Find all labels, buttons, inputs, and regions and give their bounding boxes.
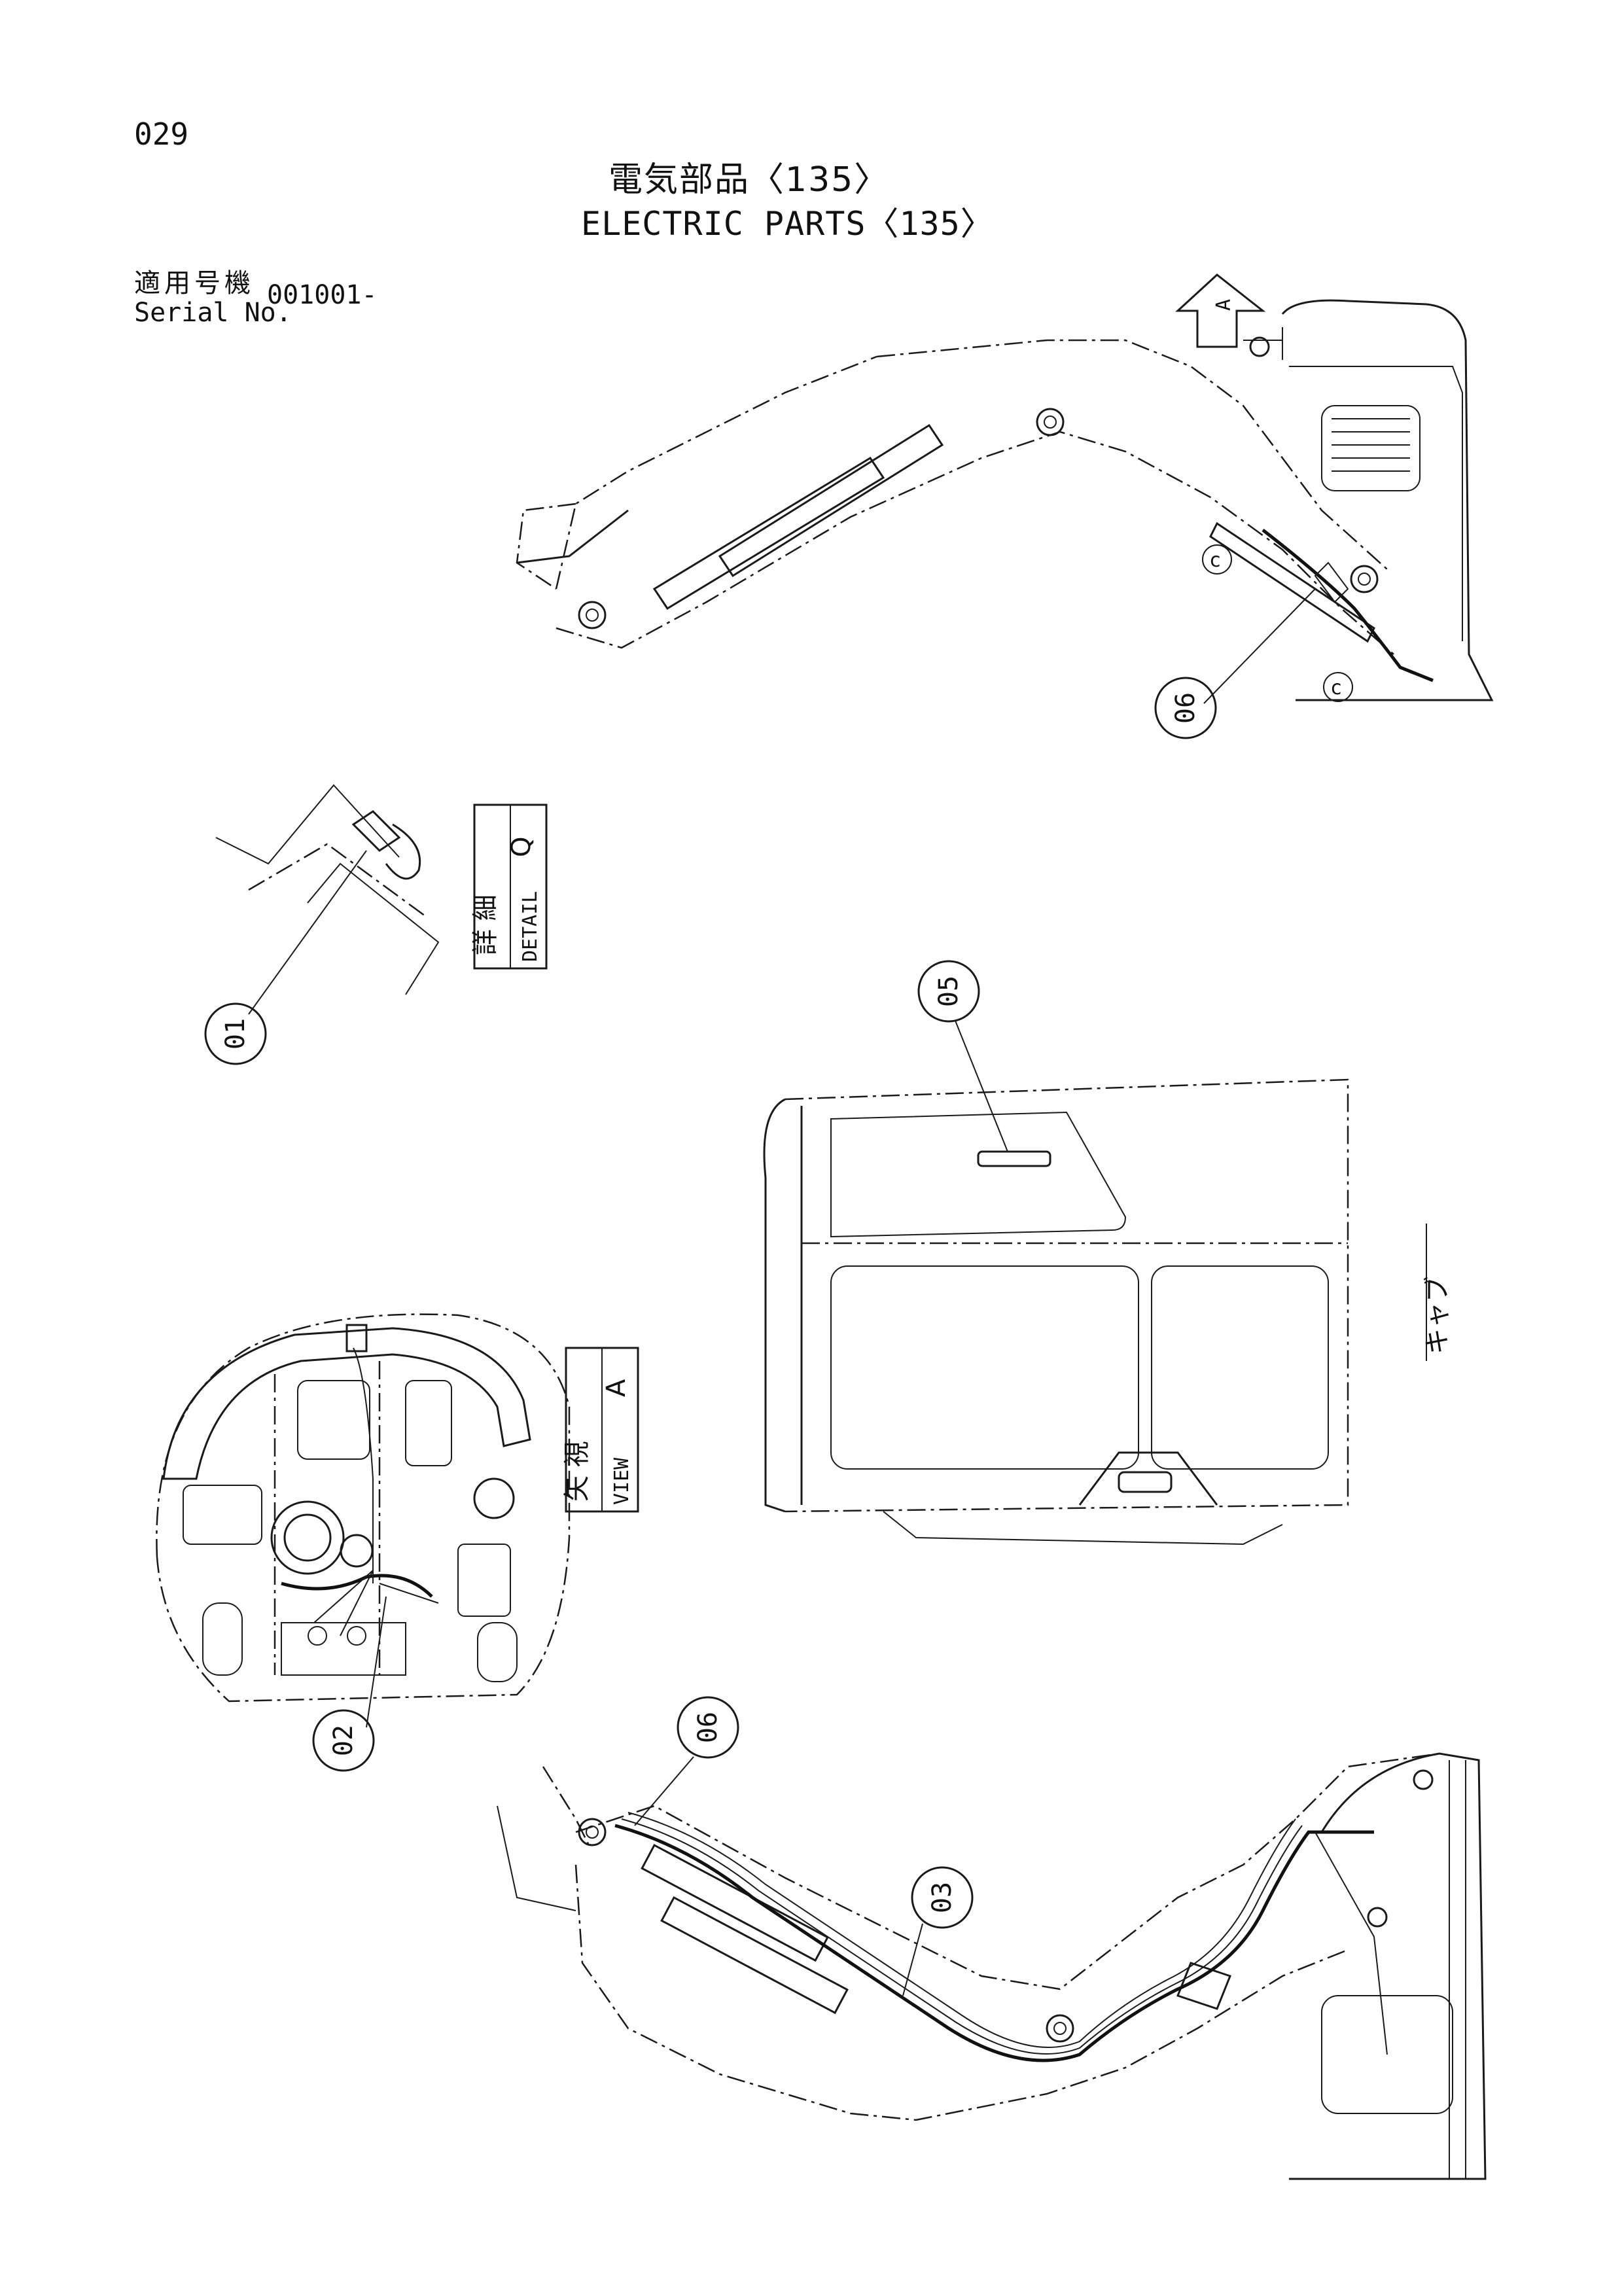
callout-01-circle xyxy=(204,1002,267,1065)
page-number: 029 xyxy=(134,116,189,152)
cab-view: 05 キャブ xyxy=(763,960,1453,1545)
callout-02: 02 xyxy=(328,1725,359,1756)
mark-c-2: c xyxy=(1330,677,1342,699)
serial-value: 001001- xyxy=(267,280,378,310)
callout-06-top: 06 xyxy=(1171,692,1201,724)
view-a-plan: 02 矢 視 VIEW A xyxy=(156,1313,639,1772)
view-label-letter: A xyxy=(601,1379,631,1397)
title-japanese: 電気部品〈135〉 xyxy=(609,160,890,200)
callout-06-bottom-circle xyxy=(677,1696,739,1759)
callout-05: 05 xyxy=(934,976,964,1007)
title-english: ELECTRIC PARTS〈135〉 xyxy=(581,205,994,243)
callout-01: 01 xyxy=(221,1018,251,1050)
mark-c-1: c xyxy=(1209,549,1221,572)
detail-q-view: 01 詳 細 DETAIL Q xyxy=(204,784,548,1065)
cab-label: キャブ xyxy=(1422,1276,1453,1354)
callout-05-circle xyxy=(917,960,980,1023)
arrow-a-label: A xyxy=(1212,299,1235,311)
boom-side-view-top: A c c 06 xyxy=(516,274,1494,739)
callout-06-top-circle xyxy=(1154,677,1217,739)
view-label-en: VIEW xyxy=(610,1457,633,1505)
serial-label-japanese: 適用号機 xyxy=(134,268,255,298)
callout-03-circle xyxy=(911,1866,974,1929)
callout-02-circle xyxy=(312,1709,375,1772)
callout-06-bottom: 06 xyxy=(693,1712,723,1743)
boom-side-view-bottom: 06 03 xyxy=(497,1696,1487,2180)
detail-label-en: DETAIL xyxy=(519,891,542,962)
detail-label-ja: 詳 細 xyxy=(470,894,501,955)
view-label-ja: 矢 視 xyxy=(562,1441,592,1502)
serial-label-english: Serial No. xyxy=(134,298,292,328)
callout-03: 03 xyxy=(927,1882,957,1913)
detail-label-letter: Q xyxy=(506,837,537,857)
view-arrow-a: A xyxy=(1175,274,1266,348)
